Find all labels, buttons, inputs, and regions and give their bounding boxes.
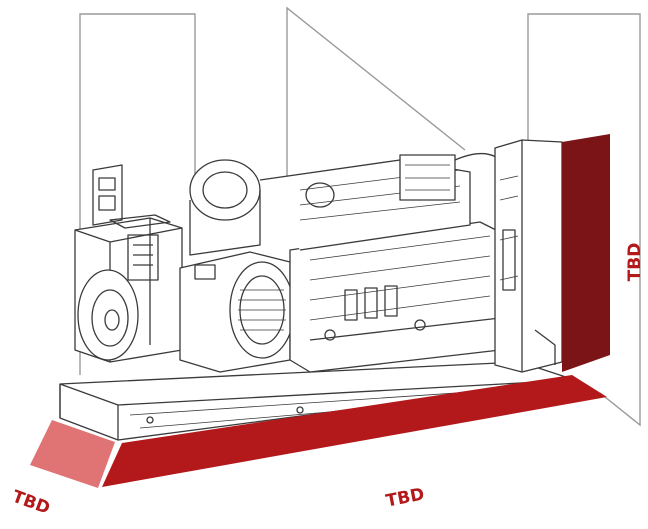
height-label: TBD (625, 243, 645, 282)
fan-housing (179, 251, 295, 373)
middle-guide (286, 6, 466, 190)
dimension-guides (79, 6, 641, 427)
width-bar (30, 420, 115, 488)
dimension-shapes (30, 134, 610, 488)
left-guide (79, 13, 196, 375)
width-label: TBD (9, 487, 52, 519)
generator-sketch (59, 139, 576, 441)
length-bar (102, 375, 607, 487)
control-box (92, 164, 171, 229)
engine-top (189, 153, 506, 256)
engine-block (289, 221, 501, 373)
height-bar (562, 134, 610, 372)
length-label: TBD (384, 484, 426, 511)
radiator (494, 139, 563, 373)
alternator (74, 217, 183, 363)
right-guide (527, 13, 641, 427)
